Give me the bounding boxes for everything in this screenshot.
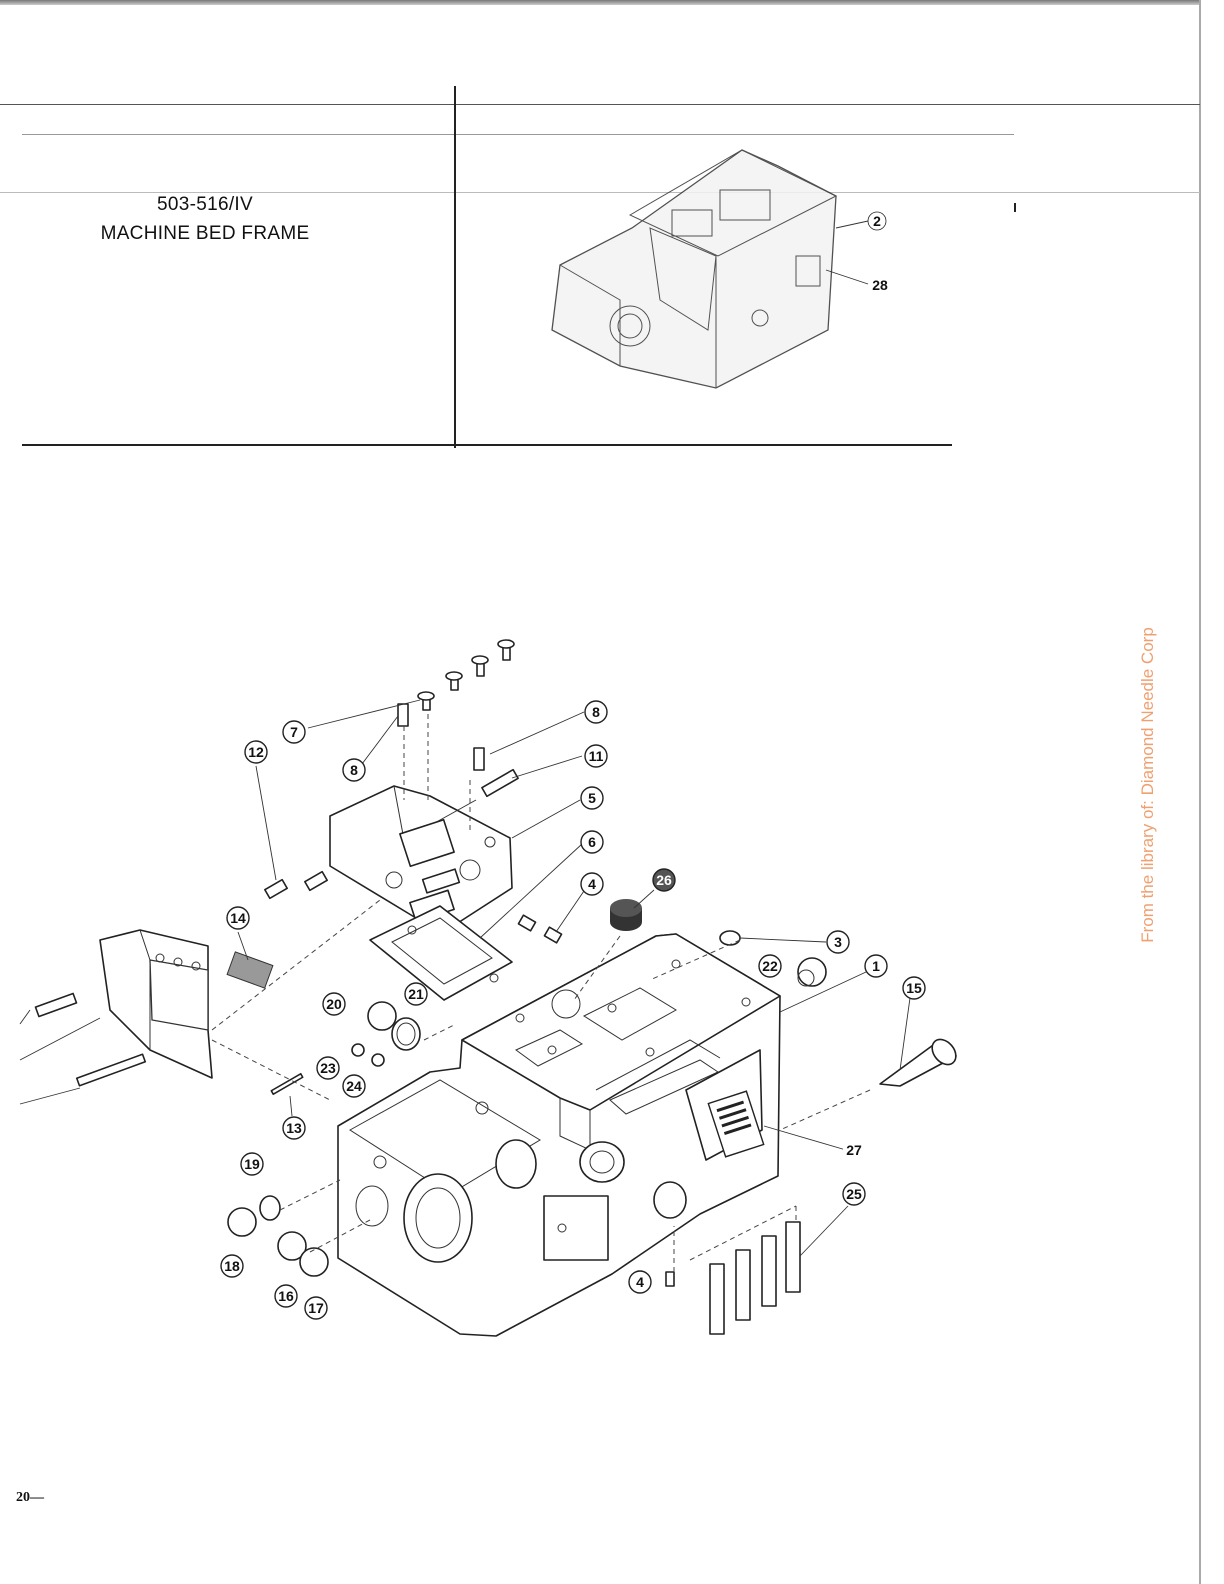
svg-text:3: 3 — [834, 934, 842, 950]
svg-text:7: 7 — [290, 724, 298, 740]
svg-text:6: 6 — [588, 834, 596, 850]
callout-3: 3 — [827, 931, 849, 953]
svg-text:16: 16 — [278, 1288, 294, 1304]
svg-text:4: 4 — [636, 1274, 644, 1290]
callout-4: 4 — [581, 873, 603, 895]
side-cover-part-14 — [100, 930, 273, 1078]
svg-text:20: 20 — [326, 996, 342, 1012]
screw-part-11 — [482, 770, 518, 797]
callout-7: 7 — [283, 721, 305, 743]
svg-text:26: 26 — [656, 872, 672, 888]
screws-part-7 — [418, 640, 514, 710]
callout-12: 12 — [245, 741, 267, 763]
callout-25: 25 — [843, 1183, 865, 1205]
callout-13: 13 — [283, 1117, 305, 1139]
svg-text:21: 21 — [408, 986, 424, 1002]
ring-part-21 — [392, 1018, 420, 1050]
callout-23: 23 — [317, 1057, 339, 1079]
pin-part-8-b — [474, 748, 484, 770]
svg-text:23: 23 — [320, 1060, 336, 1076]
callout-8-right: 8 — [585, 701, 607, 723]
svg-text:5: 5 — [588, 790, 596, 806]
svg-text:27: 27 — [846, 1142, 862, 1158]
svg-text:18: 18 — [224, 1258, 240, 1274]
library-watermark: From the library of: Diamond Needle Corp — [1138, 595, 1162, 975]
plug-part-18 — [228, 1208, 256, 1236]
callout-21: 21 — [405, 983, 427, 1005]
svg-text:15: 15 — [906, 980, 922, 996]
svg-text:1: 1 — [872, 958, 880, 974]
top-plate-part-5 — [330, 786, 512, 928]
thumbnail-callout-2: 2 — [868, 212, 886, 230]
plug-part-17 — [300, 1248, 328, 1276]
thumbnail-callout-28: 28 — [871, 276, 889, 294]
callout-1: 1 — [865, 955, 887, 977]
callout-19: 19 — [241, 1153, 263, 1175]
oil-tube-part-15 — [880, 1035, 961, 1086]
ring-part-19 — [260, 1196, 280, 1220]
bushing-part-22 — [798, 958, 826, 986]
callout-17: 17 — [305, 1297, 327, 1319]
svg-text:8: 8 — [592, 704, 600, 720]
svg-text:17: 17 — [308, 1300, 324, 1316]
gasket-part-6 — [370, 906, 512, 1000]
svg-text:25: 25 — [846, 1186, 862, 1202]
washer-part-24 — [372, 1054, 384, 1066]
callout-18: 18 — [221, 1255, 243, 1277]
callout-22: 22 — [759, 955, 781, 977]
callout-24: 24 — [343, 1075, 365, 1097]
callout-4-lower: 4 — [629, 1271, 651, 1293]
pin-part-12 — [265, 880, 287, 899]
svg-text:4: 4 — [588, 876, 596, 892]
callout-20: 20 — [323, 993, 345, 1015]
svg-text:14: 14 — [230, 910, 246, 926]
pin-part-8 — [398, 704, 408, 726]
svg-text:28: 28 — [872, 277, 888, 293]
screw-part-23 — [352, 1044, 364, 1056]
svg-text:8: 8 — [350, 762, 358, 778]
callout-27: 27 — [843, 1139, 865, 1161]
svg-text:11: 11 — [589, 748, 604, 764]
svg-text:2: 2 — [873, 213, 881, 229]
svg-text:22: 22 — [762, 958, 778, 974]
svg-text:19: 19 — [244, 1156, 260, 1172]
callout-6: 6 — [581, 831, 603, 853]
callout-5: 5 — [581, 787, 603, 809]
callout-26: 26 — [653, 869, 675, 891]
svg-text:24: 24 — [346, 1078, 362, 1094]
screw-part-4-lower — [666, 1272, 674, 1286]
callout-14: 14 — [227, 907, 249, 929]
plug-part-3 — [720, 931, 740, 945]
thumbnail-bed-frame — [552, 150, 836, 388]
studs-part-25 — [710, 1222, 800, 1334]
pin-part-13 — [271, 1074, 302, 1094]
callout-16: 16 — [275, 1285, 297, 1307]
plug-part-20 — [368, 1002, 396, 1030]
svg-text:12: 12 — [248, 744, 264, 760]
svg-text:13: 13 — [286, 1120, 302, 1136]
page-number: 20— — [16, 1490, 44, 1506]
callout-15: 15 — [903, 977, 925, 999]
callout-8-left: 8 — [343, 759, 365, 781]
plug-part-26 — [610, 899, 642, 931]
callout-11: 11 — [585, 745, 607, 767]
